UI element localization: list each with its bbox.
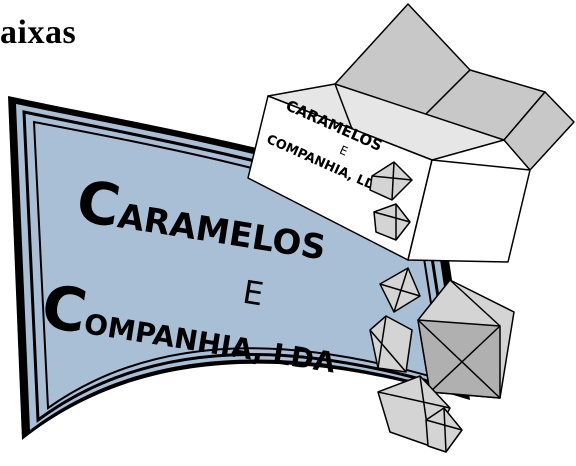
banner-line3-cap: C bbox=[37, 272, 91, 348]
box-side-face bbox=[407, 159, 531, 263]
box-cube-1-edge2 bbox=[391, 161, 395, 201]
caramel-cube-b-edge2 bbox=[417, 319, 501, 399]
box-cube-2-edge bbox=[373, 211, 411, 223]
candy-box: CARAMELOS E COMPANHIA, LDA bbox=[247, 3, 575, 263]
caramel-cube-e-edge bbox=[425, 419, 463, 431]
page-heading: aixas bbox=[0, 14, 77, 51]
box-lid-front bbox=[503, 91, 575, 171]
caramel-cube-b-edge bbox=[449, 279, 501, 327]
caramel-cubes bbox=[369, 267, 515, 453]
caramel-cube-c-edge bbox=[369, 329, 407, 373]
caramel-cube-a-edge bbox=[379, 283, 421, 297]
banner-line1-cap: C bbox=[72, 167, 125, 241]
caramel-cube-a-edge2 bbox=[393, 267, 409, 313]
caramel-cube-d-edge bbox=[377, 391, 451, 409]
box-cube-1-edge bbox=[371, 175, 413, 181]
caramel-cube-e-edge2 bbox=[443, 407, 447, 453]
box-cube-2 bbox=[373, 203, 411, 241]
caramel-cube-c-edge2 bbox=[377, 315, 387, 369]
caramel-cube-e bbox=[425, 407, 463, 453]
box-cube-1 bbox=[369, 161, 413, 201]
caramel-cube-c bbox=[369, 315, 413, 373]
caramel-cube-b-edge3 bbox=[429, 325, 501, 393]
